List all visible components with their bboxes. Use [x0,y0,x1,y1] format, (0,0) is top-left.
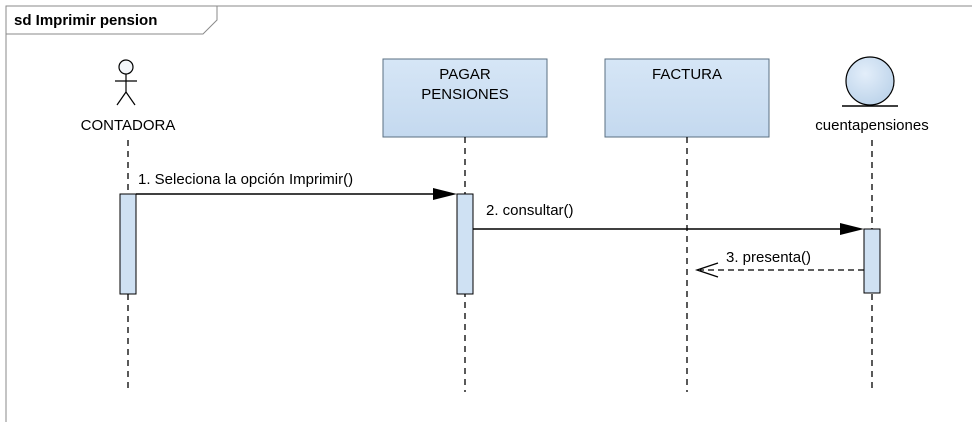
box-label: FACTURA [652,66,722,83]
frame-title: sd Imprimir pension [14,12,157,29]
activation-bar [119,193,137,295]
diagram-frame: sd Imprimir pension [5,5,972,422]
box-label-line1: PAGAR [439,66,491,83]
entity-label: cuentapensiones [815,117,928,134]
lifeline-contadora: CONTADORA [81,59,176,392]
lifeline-box [382,58,548,138]
lifeline-box [604,58,770,138]
lifeline-pagar-pensiones: PAGAR PENSIONES [382,58,548,392]
box-label-line2: PENSIONES [421,86,509,103]
activation-bar [863,228,881,294]
lifeline-factura: FACTURA [604,58,770,392]
message-1: 1. Seleciona la opción Imprimir() [136,171,457,200]
message-label: 1. Seleciona la opción Imprimir() [138,171,353,188]
lifeline-cuentapensiones: cuentapensiones [815,56,929,392]
arrowhead [433,188,457,200]
open-arrowhead [694,262,719,278]
message-label: 3. presenta() [726,249,811,266]
message-2: 2. consultar() [473,202,864,235]
actor-icon [115,59,137,106]
entity-icon [842,56,898,107]
arrowhead [840,223,864,235]
actor-label: CONTADORA [81,117,176,134]
message-3: 3. presenta() [694,249,864,278]
activation-bar [456,193,474,295]
message-label: 2. consultar() [486,202,574,219]
frame-title-tab [5,5,218,35]
